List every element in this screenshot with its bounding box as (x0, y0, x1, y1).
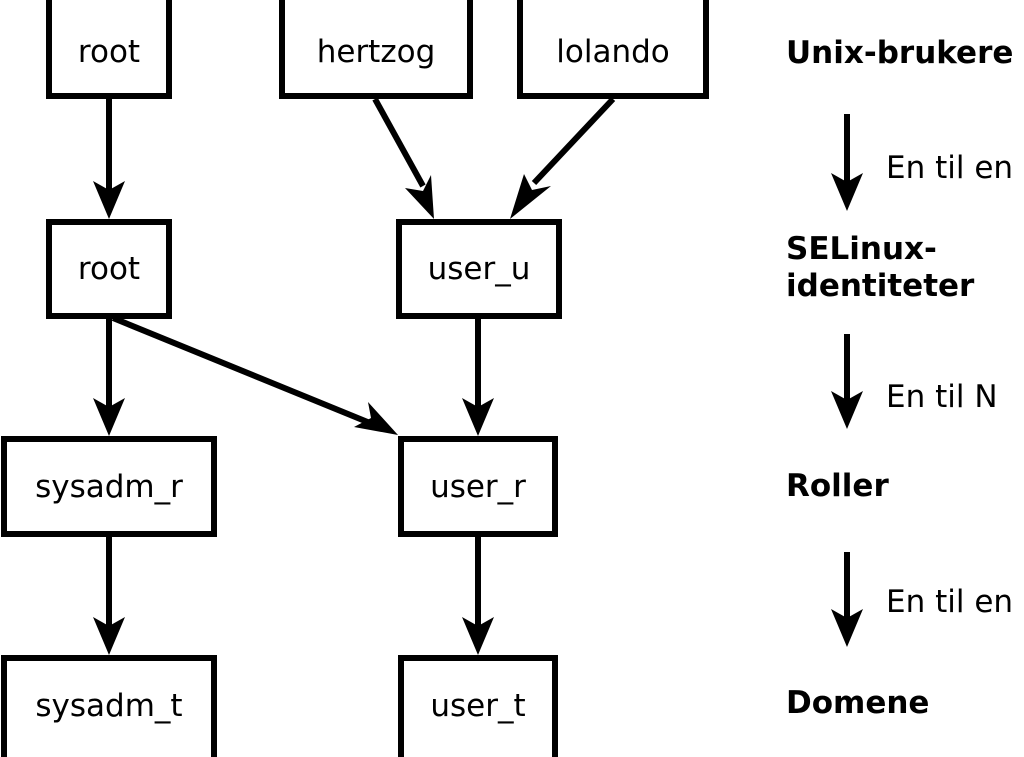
node-unix-lolando[interactable]: lolando (517, 0, 709, 99)
node-label: user_t (430, 688, 525, 724)
arrowhead-icon (405, 175, 434, 219)
legend-stage-selinux-identities-line1: SELinux- (786, 231, 937, 267)
edge-hertzog-to-user-u (372, 97, 434, 219)
node-label: root (78, 34, 140, 70)
node-domain-user-t[interactable]: user_t (398, 655, 558, 757)
node-role-user-r[interactable]: user_r (398, 436, 558, 537)
edge-line (531, 96, 616, 186)
node-box[interactable] (398, 436, 558, 537)
node-label: sysadm_t (35, 688, 182, 724)
legend-arrow-label-one-to-n: En til N (886, 379, 998, 415)
node-selinux-root[interactable]: root (46, 219, 172, 319)
legend-arrow-1 (831, 114, 863, 211)
legend-stage-roles: Roller (786, 468, 889, 504)
legend-arrow-3 (831, 552, 863, 647)
node-label: sysadm_r (35, 469, 183, 505)
node-label: root (78, 251, 140, 287)
node-box[interactable] (46, 219, 172, 319)
node-role-sysadm-r[interactable]: sysadm_r (1, 436, 217, 537)
arrowhead-icon (93, 617, 125, 655)
node-unix-root[interactable]: root (46, 0, 172, 99)
node-box[interactable] (398, 655, 558, 757)
arrowhead-icon (462, 398, 494, 436)
node-box[interactable] (1, 436, 217, 537)
legend-arrow-label-one-to-one-bottom: En til en (886, 584, 1013, 620)
arrowhead-icon (93, 181, 125, 219)
node-domain-sysadm-t[interactable]: sysadm_t (1, 655, 217, 757)
edge-user-u-to-user-r (462, 318, 494, 436)
edge-line (372, 97, 426, 188)
node-label: lolando (556, 34, 669, 70)
edge-line (111, 315, 372, 426)
edge-lolando-to-user-u (510, 96, 616, 219)
legend-stage-unix-users: Unix-brukere (786, 35, 1013, 71)
node-selinux-user-u[interactable]: user_u (396, 219, 562, 319)
legend-arrow-2 (831, 334, 863, 429)
legend-stage-domains: Domene (786, 685, 929, 721)
node-label: user_u (428, 251, 531, 287)
node-unix-hertzog[interactable]: hertzog (279, 0, 473, 99)
legend-arrow-label-one-to-one-top: En til en (886, 150, 1013, 186)
arrowhead-icon (831, 609, 863, 647)
node-label: hertzog (317, 34, 436, 70)
edge-sel-root-to-sysadm-r (93, 318, 125, 436)
node-box[interactable] (517, 0, 709, 99)
node-box[interactable] (396, 219, 562, 319)
arrowhead-icon (510, 174, 551, 219)
edge-unix-root-to-sel-root (93, 99, 125, 219)
arrowhead-icon (462, 617, 494, 655)
edge-sel-root-to-user-r (111, 315, 398, 435)
arrowhead-icon (93, 398, 125, 436)
edge-sysadm-r-to-sysadm-t (93, 537, 125, 655)
arrowhead-icon (831, 391, 863, 429)
node-box[interactable] (46, 0, 172, 99)
node-box[interactable] (279, 0, 473, 99)
legend-stage-selinux-identities-line2: identiteter (786, 268, 975, 304)
arrowhead-icon (831, 173, 863, 211)
node-label: user_r (430, 469, 526, 505)
arrowhead-icon (354, 402, 398, 435)
node-box[interactable] (1, 655, 217, 757)
edge-user-r-to-user-t (462, 537, 494, 655)
